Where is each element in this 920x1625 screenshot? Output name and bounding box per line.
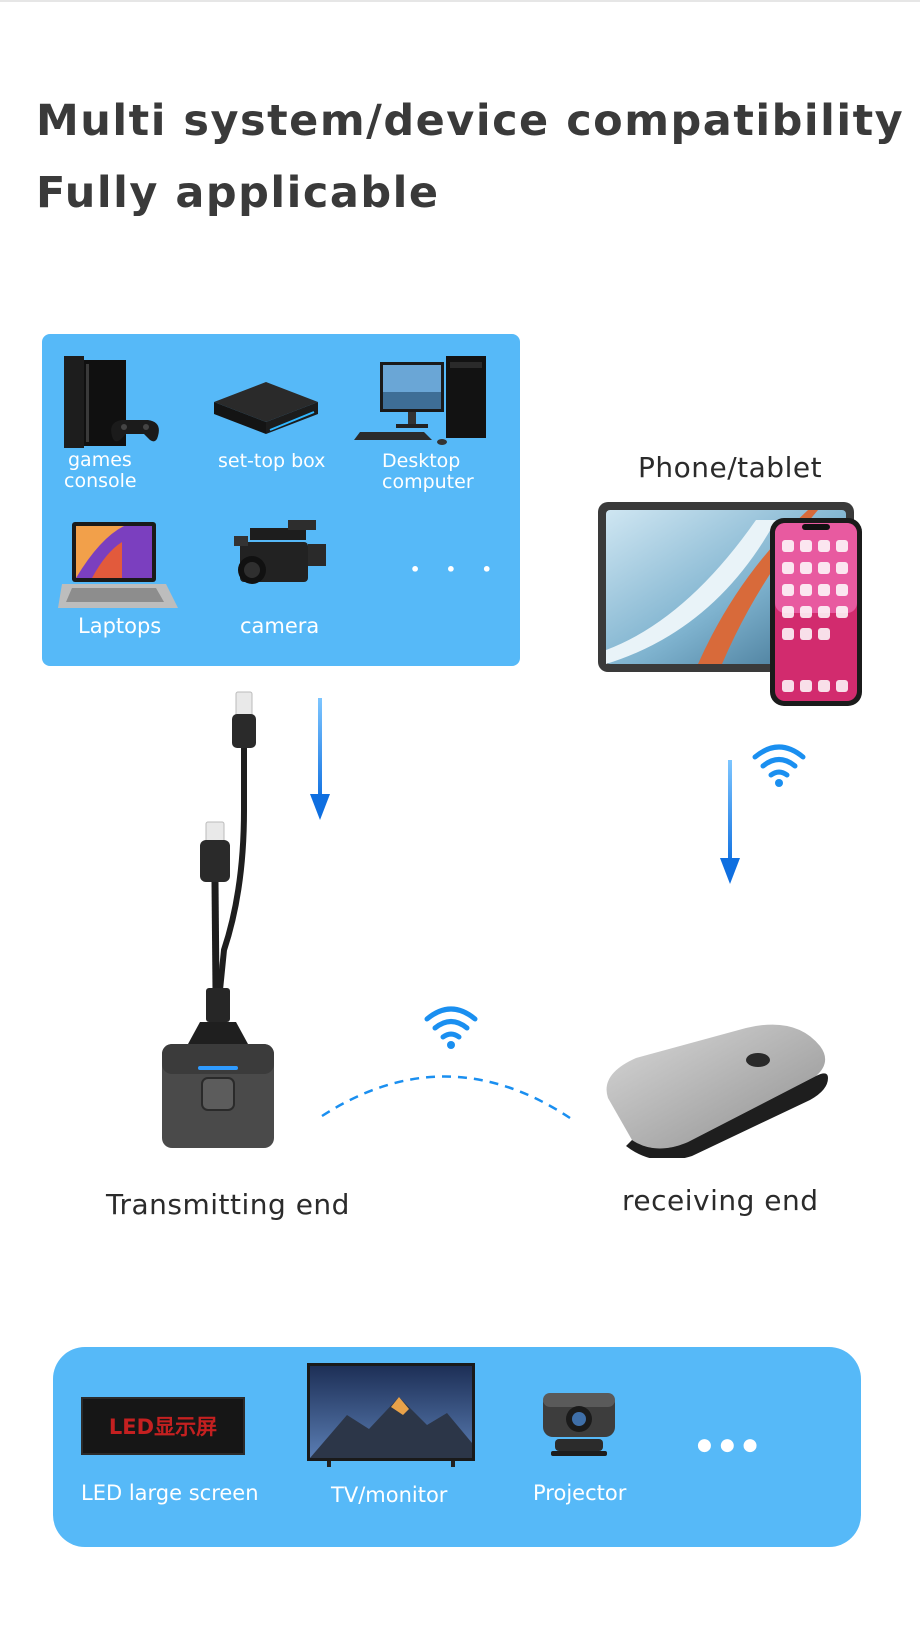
source-devices-panel: games console set-top box Desktop comput…	[42, 334, 520, 666]
down-arrow-phone-icon	[720, 760, 740, 884]
page-subtitle: Fully applicable	[36, 168, 440, 218]
laptops-label: Laptops	[78, 614, 162, 638]
camera-label: camera	[240, 614, 320, 638]
more-outputs-ellipsis: ●●●	[697, 1435, 766, 1455]
phone-tablet-icon	[598, 502, 862, 706]
desktop-computer-label-2: computer	[382, 471, 474, 493]
led-screen-text: LED显示屏	[108, 1415, 218, 1439]
led-screen-icon: LED显示屏	[81, 1397, 245, 1455]
wifi-phone-icon	[752, 744, 806, 787]
receiving-end-label: receiving end	[622, 1184, 819, 1217]
games-console-label-1: games	[68, 449, 132, 471]
receiver-device-icon	[606, 1024, 828, 1158]
desktop-computer-icon	[354, 356, 486, 445]
phone-tablet-label: Phone/tablet	[638, 451, 823, 484]
games-console-label-2: console	[64, 470, 137, 492]
top-divider	[0, 0, 920, 2]
projector-label: Projector	[533, 1481, 627, 1505]
tv-monitor-label: TV/monitor	[331, 1483, 448, 1507]
laptop-icon	[58, 522, 178, 608]
tv-monitor-icon	[307, 1363, 475, 1467]
set-top-box-label: set-top box	[218, 450, 326, 472]
wireless-link-arc	[321, 1075, 571, 1120]
projector-icon	[543, 1393, 615, 1456]
down-arrow-source-icon	[310, 698, 330, 820]
desktop-computer-label-1: Desktop	[382, 450, 461, 472]
output-devices-panel: LED显示屏 LED large screen TV/monitor Proje…	[53, 1347, 861, 1547]
set-top-box-icon	[214, 382, 318, 434]
game-console-icon	[64, 356, 159, 448]
more-sources-ellipsis: • • •	[410, 560, 502, 579]
led-large-screen-label: LED large screen	[81, 1481, 259, 1505]
page-title: Multi system/device compatibility	[36, 96, 905, 146]
transmitting-end-label: Transmitting end	[106, 1188, 350, 1221]
camera-icon	[234, 520, 326, 584]
wifi-link-icon	[424, 1006, 478, 1049]
transmitter-device-icon	[162, 691, 274, 1148]
